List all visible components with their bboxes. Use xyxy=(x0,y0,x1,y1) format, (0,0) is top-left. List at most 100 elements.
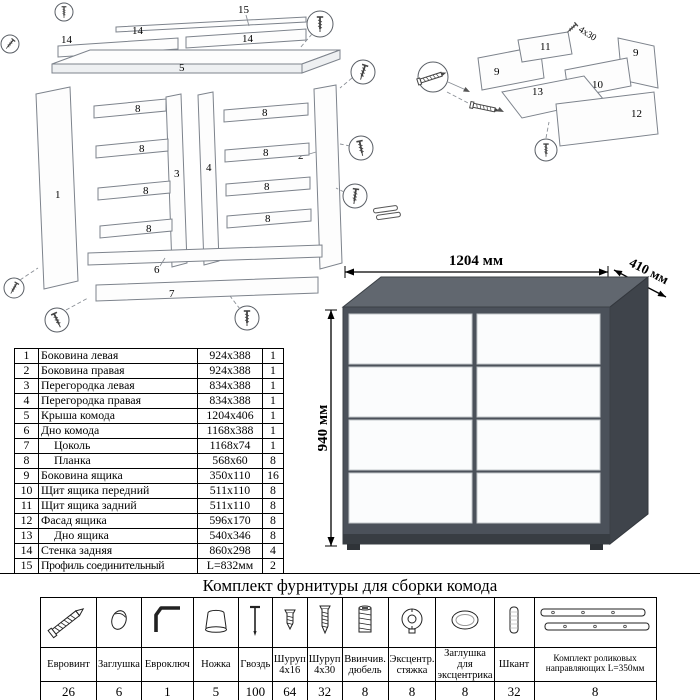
part-left-side xyxy=(35,86,79,290)
hardware-table: Евровинт Заглушка Евроключ Ножка Гвоздь … xyxy=(40,597,657,700)
part-slat xyxy=(99,218,173,239)
part-size: 350x110 xyxy=(197,468,263,484)
part-number: 10 xyxy=(14,483,39,499)
hardware-name: Заглушка xyxy=(96,646,142,683)
part-number: 14 xyxy=(14,543,39,559)
part-name: Щит ящика задний xyxy=(38,498,198,514)
part-number: 15 xyxy=(14,558,39,574)
part-qty: 8 xyxy=(262,498,284,514)
part-qty: 1 xyxy=(262,438,284,454)
width-label: 1204 мм xyxy=(449,253,503,269)
part-qty: 4 xyxy=(262,543,284,559)
part-top-panel xyxy=(51,49,341,65)
screw-size-label: 4х30 xyxy=(576,25,598,44)
hardware-name: Комплект роликовых направляющих L=350мм xyxy=(533,646,657,683)
exploded-view-cabinet: 15 14 14 14 5 1 3 4 2 xyxy=(0,2,402,333)
part-name: Щит ящика передний xyxy=(38,483,198,499)
part-label-14: 14 xyxy=(242,33,254,45)
part-name: Перегородка правая xyxy=(38,393,198,409)
part-label-8: 8 xyxy=(263,147,269,159)
part-slat xyxy=(97,180,171,201)
hardware-qty: 8 xyxy=(435,681,495,700)
drawer-front xyxy=(476,313,601,365)
section-divider xyxy=(0,573,700,574)
part-label-8: 8 xyxy=(265,213,271,225)
dresser-foot xyxy=(347,544,360,550)
drawer-front xyxy=(348,313,473,365)
height-dimension: 940 мм xyxy=(318,309,337,547)
part-label-9: 9 xyxy=(633,47,639,59)
part-name: Дно ящика xyxy=(38,528,198,544)
part-number: 7 xyxy=(14,438,39,454)
part-partition-right xyxy=(197,91,220,266)
hardware-names-row: Евровинт Заглушка Евроключ Ножка Гвоздь … xyxy=(40,646,657,683)
hardware-name: Ввинчив. дюбель xyxy=(341,646,389,683)
part-qty: 8 xyxy=(262,513,284,529)
part-label-14: 14 xyxy=(132,25,144,37)
hardware-qty: 8 xyxy=(387,681,437,700)
part-number: 5 xyxy=(14,408,39,424)
hex-key-icon xyxy=(140,597,194,648)
part-number: 6 xyxy=(14,423,39,439)
part-label-8: 8 xyxy=(262,107,268,119)
part-label-8: 8 xyxy=(135,103,141,115)
part-number: 12 xyxy=(14,513,39,529)
hardware-kit-title: Комплект фурнитуры для сборки комода xyxy=(202,576,498,595)
part-qty: 1 xyxy=(262,363,284,379)
part-name: Цоколь xyxy=(38,438,198,454)
part-label-1: 1 xyxy=(55,189,61,201)
part-label-15: 15 xyxy=(238,4,250,16)
part-plinth xyxy=(95,276,319,302)
part-qty: 2 xyxy=(262,558,284,574)
part-back-wall xyxy=(185,28,307,49)
part-right-side xyxy=(313,84,343,270)
part-qty: 8 xyxy=(262,528,284,544)
part-number: 13 xyxy=(14,528,39,544)
part-number: 3 xyxy=(14,378,39,394)
part-size: 596x170 xyxy=(197,513,263,529)
part-profile xyxy=(115,16,307,33)
hardware-name: Шкант xyxy=(493,646,535,683)
part-slat xyxy=(226,208,312,229)
part-size: 568x60 xyxy=(197,453,263,469)
part-slat xyxy=(223,102,309,123)
part-size: 511x110 xyxy=(197,498,263,514)
dowel-icon xyxy=(493,597,535,648)
part-size: 834x388 xyxy=(197,378,263,394)
part-number: 8 xyxy=(14,453,39,469)
part-qty: 1 xyxy=(262,423,284,439)
part-name: Боковина левая xyxy=(38,348,198,364)
part-number: 2 xyxy=(14,363,39,379)
hardware-qty: 6 xyxy=(96,681,142,700)
part-drawer-back-shield xyxy=(517,31,573,63)
part-name: Боковина ящика xyxy=(38,468,198,484)
hardware-qty: 26 xyxy=(40,681,97,700)
part-name: Планка xyxy=(38,453,198,469)
part-label-3: 3 xyxy=(174,168,180,180)
hardware-qty: 8 xyxy=(533,681,657,700)
hardware-name: Евроключ xyxy=(140,646,194,683)
part-size: 924x388 xyxy=(197,363,263,379)
nail-icon xyxy=(237,597,273,648)
part-label-5: 5 xyxy=(179,62,185,74)
part-qty: 8 xyxy=(262,483,284,499)
hardware-name: Шуруп 4x30 xyxy=(306,646,343,683)
part-label-10: 10 xyxy=(592,79,604,91)
drawer-front xyxy=(476,419,601,471)
part-size: 1204x406 xyxy=(197,408,263,424)
part-size: 1168x74 xyxy=(197,438,263,454)
threaded-dowel-icon xyxy=(341,597,389,648)
part-size: 834x388 xyxy=(197,393,263,409)
hardware-name: Гвоздь xyxy=(237,646,273,683)
hardware-name: Заглушка для эксцентрика xyxy=(435,646,495,683)
part-slat xyxy=(95,138,169,159)
part-number: 11 xyxy=(14,498,39,514)
foot-icon xyxy=(192,597,239,648)
